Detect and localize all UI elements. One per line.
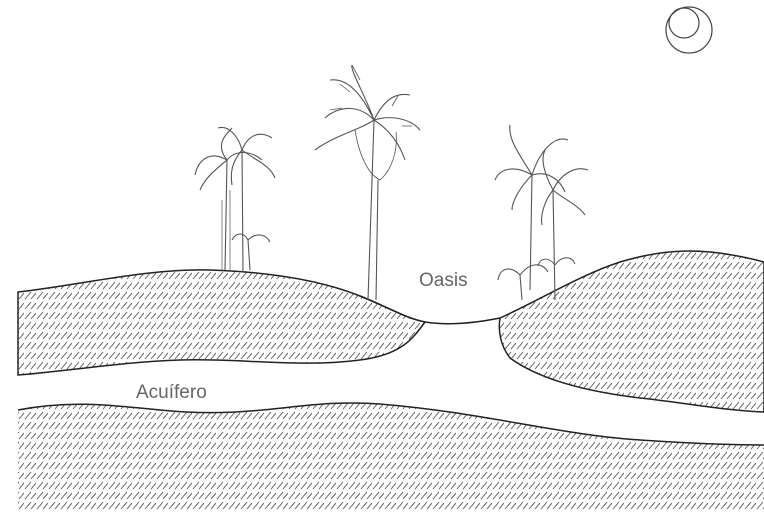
aquifer-label: Acuífero [136, 382, 207, 404]
oasis-label: Oasis [419, 270, 468, 292]
bottom-rock-layer [18, 403, 764, 512]
palm-tree-icon [315, 65, 420, 300]
right-rock-layer [499, 251, 764, 412]
palm-tree-icon [495, 125, 588, 300]
left-rock-layer [18, 270, 425, 375]
sun-moon-icon [666, 7, 712, 53]
palm-tree-icon [195, 127, 275, 272]
